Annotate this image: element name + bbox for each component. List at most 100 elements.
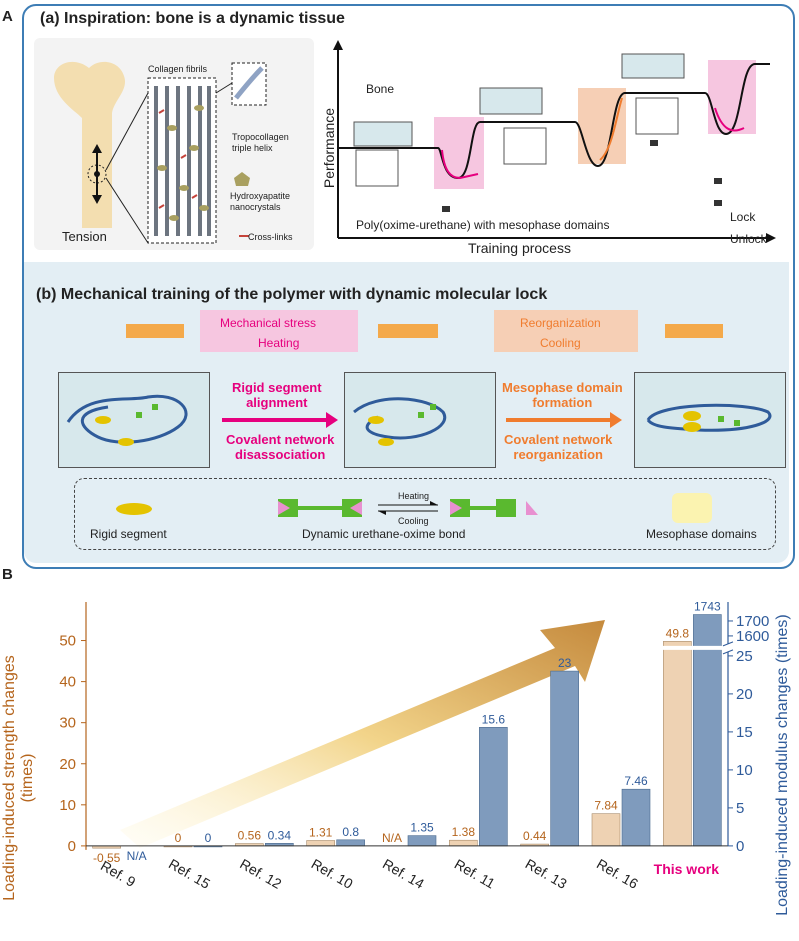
unlock-label: Unlock [730, 232, 767, 246]
modulus-bar [550, 670, 579, 847]
modulus-bar [621, 788, 651, 847]
step2-box [494, 310, 638, 352]
modulus-value-label: 1.35 [410, 821, 434, 835]
left-axis-tick-label: 40 [59, 674, 76, 691]
left-axis-tick-label: 30 [59, 715, 76, 732]
right-axis-tick-label: 15 [736, 724, 753, 741]
arrow2-bottom-label: Covalent network reorganization [504, 432, 613, 462]
left-axis-tick-label: 10 [59, 797, 76, 814]
category-tick-label: Ref. 11 [452, 856, 498, 892]
step1-box [200, 310, 358, 352]
sample-middle [378, 324, 438, 338]
panel-letter-B: B [2, 566, 13, 583]
legend-rigid-icon [116, 503, 152, 515]
strength-value-label: 1.31 [309, 826, 333, 840]
right-axis-tick-label: 20 [736, 686, 753, 703]
network-drawings [66, 394, 772, 446]
right-axis-tick-label: 10 [736, 762, 753, 779]
legend-bond-label: Dynamic urethane-oxime bond [302, 527, 466, 541]
growth-arrow [120, 620, 605, 848]
modulus-bar [479, 727, 508, 847]
tension-label: Tension [62, 229, 107, 244]
sample-before [126, 324, 184, 338]
performance-schematic [333, 40, 776, 243]
arrow2-top-label: Mesophase domain formation [502, 380, 623, 410]
arrow2-head [610, 412, 622, 428]
strength-value-label: 0.56 [238, 829, 262, 843]
category-tick-label: Ref. 15 [166, 855, 213, 892]
arrow1-bottom-label: Covalent network disassociation [226, 432, 335, 462]
modulus-value-label: 1743 [694, 600, 721, 614]
category-tick-label: Ref. 10 [309, 855, 356, 892]
panel-b-title: (b) Mechanical training of the polymer w… [36, 286, 548, 303]
right-axis-break [722, 641, 734, 647]
modulus-value-label: 15.6 [482, 712, 506, 726]
category-tick-label: This work [654, 861, 720, 877]
crosslinks-label: Cross-links [248, 232, 293, 242]
strength-bar [591, 813, 621, 847]
arrow1 [222, 418, 326, 422]
step2-bottom-label: Cooling [540, 336, 581, 350]
step2-top-label: Reorganization [520, 316, 601, 330]
modulus-value-label: 23 [558, 656, 572, 670]
legend-rigid-label: Rigid segment [90, 527, 167, 541]
poly-label: Poly(oxime-urethane) with mesophase doma… [356, 218, 610, 232]
category-tick-label: Ref. 12 [237, 855, 284, 892]
modulus-bar [336, 839, 365, 847]
state-box-relocked [634, 372, 786, 468]
strength-value-label: 0 [175, 831, 182, 845]
modulus-value-label: 0 [205, 831, 212, 845]
right-axis-break [722, 649, 734, 655]
panel-letter-A: A [2, 8, 13, 25]
left-axis-label: Loading-induced strength changes (times) [1, 655, 36, 901]
modulus-value-label: N/A [127, 849, 147, 863]
strength-bar [306, 840, 335, 847]
lock-label: Lock [730, 210, 756, 224]
right-axis-tick-label: 5 [736, 800, 744, 817]
modulus-bar [407, 835, 437, 847]
tropocollagen-label: Tropocollagen triple helix [232, 132, 289, 153]
right-axis-tick-label: 1700 [736, 613, 769, 630]
legend-cooling-label: Cooling [398, 516, 429, 526]
strength-value-label: 0.44 [523, 829, 547, 843]
right-axis-label: Loading-induced modulus changes (times) [774, 614, 791, 916]
hydroxyapatite-label: Hydroxyapatite nanocrystals [230, 191, 291, 212]
strength-value-label: 1.38 [452, 825, 476, 839]
collagen-fibrils-label: Collagen fibrils [148, 64, 208, 74]
right-axis-tick-label: 25 [736, 648, 753, 665]
strength-value-label: 49.8 [666, 626, 690, 640]
category-tick-label: Ref. 13 [523, 855, 570, 892]
step1-bottom-label: Heating [258, 336, 300, 350]
bone-label: Bone [366, 82, 395, 96]
legend-bond-icon [278, 499, 538, 517]
legend-box [74, 478, 776, 550]
left-axis-tick-label: 50 [59, 633, 76, 650]
strength-bar [449, 839, 478, 847]
right-axis-tick-label: 0 [736, 838, 744, 855]
arrow1-top-label: Rigid segment alignment [232, 380, 322, 410]
legend-mesophase-label: Mesophase domains [646, 527, 757, 541]
category-tick-label: Ref. 14 [380, 855, 427, 892]
training-axis-label: Training process [468, 240, 571, 256]
strength-bar [663, 641, 692, 847]
modulus-value-label: 7.46 [624, 774, 648, 788]
modulus-value-label: 0.34 [268, 828, 292, 842]
arrow2 [506, 418, 610, 422]
category-tick-label: Ref. 16 [594, 855, 641, 892]
modulus-value-label: 0.8 [342, 825, 359, 839]
strength-value-label: N/A [382, 831, 402, 845]
sample-after [665, 324, 723, 338]
left-axis-tick-label: 0 [68, 838, 76, 855]
legend-heating-label: Heating [398, 491, 430, 501]
left-axis-tick-label: 20 [59, 756, 76, 773]
panel-a-title: (a) Inspiration: bone is a dynamic tissu… [40, 10, 345, 27]
strength-value-label: -0.55 [93, 851, 121, 865]
right-axis-tick-label: 1600 [736, 628, 769, 645]
strength-value-label: 7.84 [594, 799, 618, 813]
arrow1-head [326, 412, 338, 428]
bone-illustration [54, 61, 267, 244]
modulus-bar [693, 614, 722, 847]
performance-axis-label: Performance [321, 107, 337, 189]
legend-mesophase-icon [672, 493, 712, 523]
